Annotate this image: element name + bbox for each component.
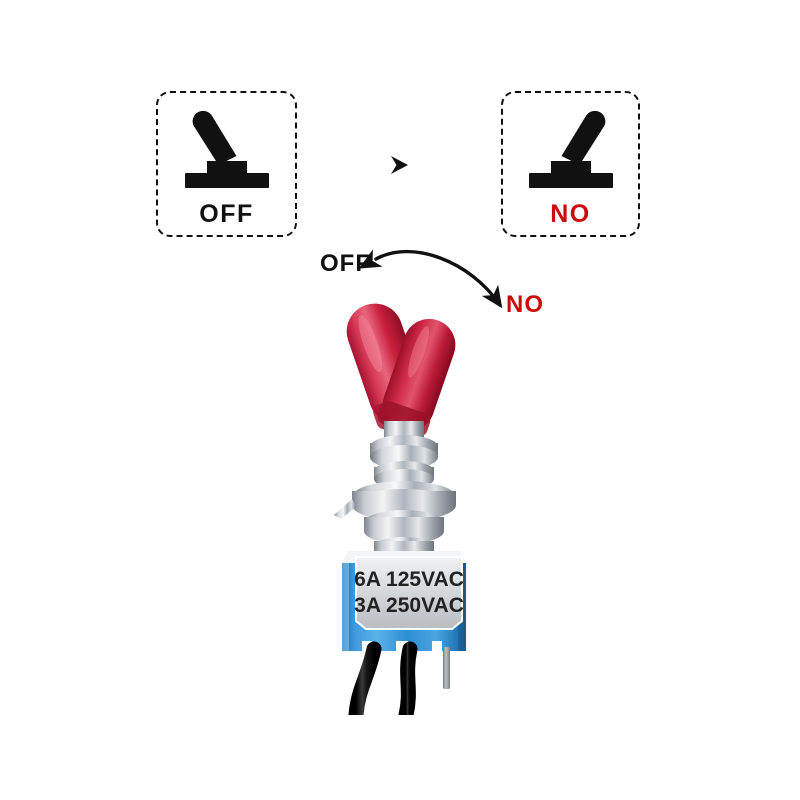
toggle-lever-right-icon [528,110,613,188]
mini-toggle-switch-photo: 6A 125VAC 3A 250VAC [334,303,466,715]
rating-line-1: 6A 125VAC [354,568,464,591]
arrowhead-right-icon [391,156,408,174]
swing-label-no: NO [506,291,544,318]
chrome-bushing [334,421,456,557]
terminal-wire-middle [398,641,418,715]
state-box-no: NO [501,91,640,237]
toggle-lever-left-icon [184,110,269,188]
terminals [348,641,450,715]
terminal-bare-pin [443,647,450,689]
state-caption-off: OFF [199,200,254,228]
rating-label-plate: 6A 125VAC 3A 250VAC [354,556,464,630]
swing-label-off: OFF [320,250,371,277]
double-headed-curved-arrow-icon [360,249,503,309]
state-box-off: OFF [156,91,297,237]
state-caption-no: NO [550,200,591,228]
rating-line-2: 3A 250VAC [354,594,464,617]
terminal-wire-left [348,641,382,715]
